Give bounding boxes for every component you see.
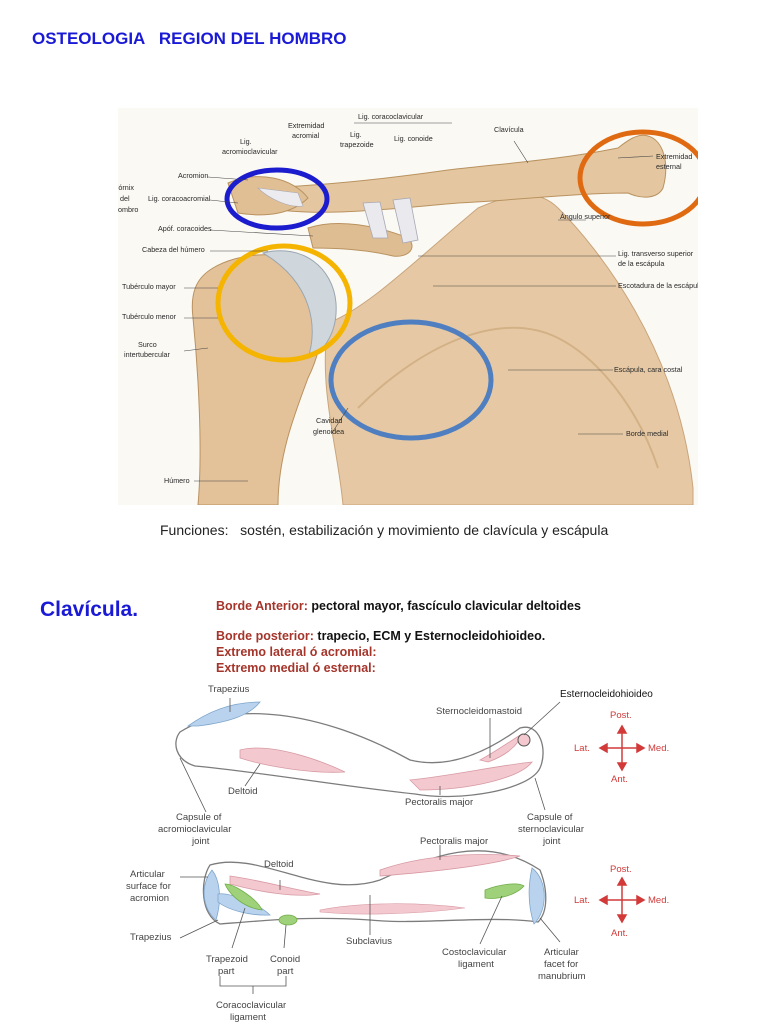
label-fornix-2: del [120, 194, 130, 203]
label-trapezius-bottom: Trapezius [130, 932, 172, 943]
note-key: Borde posterior: [216, 629, 314, 643]
label-trapezoid-1: Trapezoid [206, 954, 248, 965]
note-borde-posterior: Borde posterior: trapecio, ECM y Esterno… [216, 629, 545, 643]
label-conoid-2: part [277, 966, 294, 977]
note-extremo-lateral: Extremo lateral ó acromial: [216, 645, 376, 659]
label-articular-acromion-3: acromion [130, 893, 169, 904]
label-lig-transverso-1: Lig. transverso superior [618, 249, 694, 258]
label-deltoid-top: Deltoid [228, 786, 258, 797]
label-conoid-1: Conoid [270, 954, 300, 965]
label-cavidad-1: Cavidad [316, 416, 342, 425]
label-angulo-superior: Ángulo superior [560, 212, 611, 221]
label-apof-coracoides: Apóf. coracoides [158, 224, 212, 233]
note-key: Extremo lateral ó acromial: [216, 645, 377, 659]
label-tuberculo-menor: Tubérculo menor [122, 312, 177, 321]
label-cavidad-2: glenoidea [313, 427, 344, 436]
compass-bottom-post: Post. [610, 864, 632, 875]
label-articular-facet-3: manubrium [538, 971, 586, 982]
label-capsule-ac-2: acromioclavicular [158, 824, 231, 835]
label-capsule-sc-3: joint [542, 836, 561, 847]
note-value: trapecio, ECM y Esternocleidohioideo. [313, 629, 546, 643]
label-acromion: Acromion [178, 171, 208, 180]
label-escotadura: Escotadura de la escápula [618, 281, 698, 290]
label-extremidad-acromial-2: acromial [292, 131, 320, 140]
label-trapezoid-2: part [218, 966, 235, 977]
label-capsule-ac-3: joint [191, 836, 210, 847]
label-lig-acromioclavicular-2: acromioclavicular [222, 147, 278, 156]
note-borde-anterior: Borde Anterior: pectoral mayor, fascícul… [216, 599, 581, 613]
label-coracoclavicular-2: ligament [230, 1012, 266, 1023]
compass-top-med: Med. [648, 743, 669, 754]
label-coracoclavicular-1: Coracoclavicular [216, 1000, 286, 1011]
note-extremo-medial: Extremo medial ó esternal: [216, 661, 376, 675]
label-pectoralis-top: Pectoralis major [405, 797, 473, 808]
label-costoclavicular-2: ligament [458, 959, 494, 970]
page-title: OSTEOLOGIA REGION DEL HOMBRO [32, 29, 347, 48]
label-surco-1: Surco [138, 340, 157, 349]
label-extremidad-esternal-2: esternal [656, 162, 682, 171]
clavicle-heading: Clavícula. [40, 598, 139, 621]
label-lig-coracoclavicular: Lig. coracoclavicular [358, 112, 424, 121]
compass-bottom-lat: Lat. [574, 895, 590, 906]
label-fornix-1: Fórnix [118, 183, 134, 192]
label-lig-trapezoide-1: Lig. [350, 130, 362, 139]
label-fornix-3: hombro [118, 205, 138, 214]
label-articular-facet-1: Articular [544, 947, 579, 958]
clavicle-diagrams: Trapezius Esternocleidohioideo Sternocle… [126, 684, 669, 1023]
label-cabeza-humero: Cabeza del húmero [142, 245, 205, 254]
note-value: pectoral mayor, fascículo clavicular del… [307, 599, 581, 613]
compass-top-lat: Lat. [574, 743, 590, 754]
label-extremidad-esternal-1: Extremidad [656, 152, 692, 161]
label-surco-2: intertubercular [124, 350, 171, 359]
label-clavicula: Clavícula [494, 125, 524, 134]
label-subclavius: Subclavius [346, 936, 392, 947]
label-articular-acromion-1: Articular [130, 869, 165, 880]
label-lig-conoide: Lig. conoide [394, 134, 433, 143]
label-humero: Húmero [164, 476, 190, 485]
label-articular-facet-2: facet for [544, 959, 578, 970]
compass-top-post: Post. [610, 710, 632, 721]
label-capsule-sc-1: Capsule of [527, 812, 573, 823]
label-articular-acromion-2: surface for [126, 881, 171, 892]
label-escapula-costal: Escápula, cara costal [614, 365, 683, 374]
label-costoclavicular-1: Costoclavicular [442, 947, 506, 958]
label-capsule-sc-2: sternoclavicular [518, 824, 584, 835]
note-key: Extremo medial ó esternal: [216, 661, 376, 675]
note-key: Borde Anterior: [216, 599, 308, 613]
compass-bottom-med: Med. [648, 895, 669, 906]
label-pectoralis-bottom: Pectoralis major [420, 836, 488, 847]
functions-caption: Funciones: sostén, estabilización y movi… [160, 522, 609, 538]
label-esternocleidohioideo: Esternocleidohioideo [560, 689, 653, 700]
label-tuberculo-mayor: Tubérculo mayor [122, 282, 176, 291]
label-lig-transverso-2: de la escápula [618, 259, 664, 268]
shoulder-anatomy-figure: Lig. coracoclavicular Extremidad acromia… [118, 108, 698, 505]
label-sternocleidomastoid: Sternocleidomastoid [436, 706, 522, 717]
label-borde-medial: Borde medial [626, 429, 669, 438]
compass-top-ant: Ant. [611, 774, 628, 785]
label-trapezius-top: Trapezius [208, 684, 250, 695]
label-extremidad-acromial-1: Extremidad [288, 121, 324, 130]
label-lig-acromioclavicular-1: Lig. [240, 137, 252, 146]
label-capsule-ac-1: Capsule of [176, 812, 222, 823]
label-lig-trapezoide-2: trapezoide [340, 140, 374, 149]
label-deltoid-bottom: Deltoid [264, 859, 294, 870]
compass-bottom-ant: Ant. [611, 928, 628, 939]
label-lig-coracoacromial: Lig. coracoacromial [148, 194, 211, 203]
